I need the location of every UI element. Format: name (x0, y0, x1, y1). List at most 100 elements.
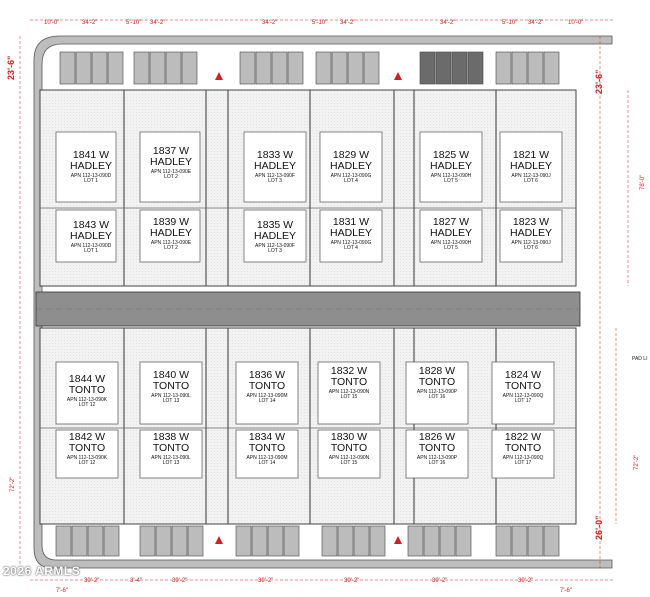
garage-bay (369, 525, 386, 557)
garage-bay (451, 51, 468, 85)
lot-address-number: 1834 W (248, 431, 286, 443)
bottom-dimension-text: 39'-2" (344, 578, 360, 584)
lot-apn: APN 112-13-090F (255, 243, 295, 250)
garage-bay (337, 525, 354, 557)
lot-apn: APN 112-13-090G (330, 173, 372, 180)
top-garages (59, 51, 560, 85)
lot-apn: APN 112-13-090G (330, 240, 372, 247)
lot-number: LOT 16 (428, 460, 446, 467)
lot-street: TONTO (330, 442, 368, 455)
lot-apn: APN 112-13-090M (246, 455, 288, 462)
top-dimension-text: 34'-2" (340, 20, 356, 26)
garage-bay (315, 51, 332, 85)
lot-number: LOT 4 (344, 245, 358, 252)
lot-address-number: 1823 W (512, 216, 550, 228)
lot-address-number: 1843 W (72, 219, 110, 231)
lot-number: LOT 3 (268, 248, 282, 255)
top-dimension-text: 34'-2" (440, 20, 456, 26)
lot-apn: APN 112-13-090L (151, 455, 191, 462)
garage-bay (139, 525, 156, 557)
lot-apn: APN 112-13-090J (511, 240, 551, 247)
dimension-lines (19, 19, 629, 581)
marker-icon (394, 72, 402, 80)
lot-apn: APN 112-13-090N (328, 455, 370, 462)
right-dim-a: 78'-0" (640, 174, 646, 190)
lot-apn: APN 112-13-090E (150, 240, 192, 247)
lot-number: LOT 17 (514, 398, 532, 405)
lot-street: HADLEY (253, 230, 296, 243)
lot-number: LOT 17 (514, 460, 532, 467)
garage-bay (467, 51, 484, 85)
garage-bay (133, 51, 150, 85)
garage-bay (287, 51, 304, 85)
garage-bay (75, 51, 92, 85)
garage-bay (527, 525, 544, 557)
lot-address-number: 1824 W (504, 369, 542, 381)
marker-icon (215, 536, 223, 544)
lot-apn: APN 112-13-090H (430, 173, 472, 180)
garage-bay (155, 525, 172, 557)
garage-bay (71, 525, 88, 557)
garage-bay (91, 51, 108, 85)
marker-icon (215, 72, 223, 80)
garage-bay (527, 51, 544, 85)
lot-address-number: 1842 W (68, 431, 106, 443)
lot-number: LOT 12 (78, 402, 96, 409)
bottom-dimension-text: 39'-2" (172, 578, 188, 584)
right-dim-b: 72'-2" (634, 454, 640, 470)
lot-number: LOT 16 (428, 394, 446, 401)
lot-apn: APN 112-13-090Q (502, 455, 544, 462)
top-dimension-text: 10'-0" (568, 20, 584, 26)
lot-street: HADLEY (253, 160, 296, 173)
garage-bay (107, 51, 124, 85)
garage-bay (87, 525, 104, 557)
bottom-dimension-text: 7'-6" (560, 588, 572, 594)
top-dimension-text: 34'-2" (262, 20, 278, 26)
lot-apn: APN 112-13-090M (246, 393, 288, 400)
lot-address-number: 1831 W (332, 216, 370, 228)
garage-bay (347, 51, 364, 85)
garage-bay (543, 51, 560, 85)
garage-bay (239, 51, 256, 85)
lot-apn: APN 112-13-090L (151, 393, 191, 400)
unit-partitions (40, 90, 576, 524)
lot-street: HADLEY (149, 227, 192, 240)
lot-street: HADLEY (429, 160, 472, 173)
garage-bay (251, 525, 268, 557)
lot-apn: APN 112-13-090K (66, 455, 108, 462)
lot-number: LOT 15 (340, 394, 358, 401)
garage-bay (171, 525, 188, 557)
marker-icon (394, 536, 402, 544)
lot-street: HADLEY (509, 227, 552, 240)
bottom-dimension-text: 39'-2" (258, 578, 274, 584)
lot-street: HADLEY (69, 160, 112, 173)
lot-street: TONTO (68, 384, 106, 397)
lot-number: LOT 13 (162, 398, 180, 405)
garage-bay (331, 51, 348, 85)
lot-street: TONTO (68, 442, 106, 455)
lot-apn: APN 112-13-090P (416, 389, 458, 396)
garage-bay (267, 525, 284, 557)
lot-number: LOT 2 (164, 245, 178, 252)
lot-address-number: 1840 W (152, 369, 190, 381)
lot-apn: APN 112-13-090D (70, 173, 112, 180)
setback-top-right: 23'-6" (594, 69, 604, 94)
bottom-garages (55, 525, 560, 557)
lot-address-number: 1833 W (256, 149, 294, 161)
garage-bay (511, 51, 528, 85)
lot-number: LOT 6 (524, 245, 538, 252)
lot-address-number: 1844 W (68, 373, 106, 385)
property-boundary (33, 35, 613, 569)
garage-bay (103, 525, 120, 557)
lot-number: LOT 5 (444, 178, 458, 185)
lot-street: HADLEY (329, 160, 372, 173)
lot-apn: APN 112-13-090Q (502, 393, 544, 400)
